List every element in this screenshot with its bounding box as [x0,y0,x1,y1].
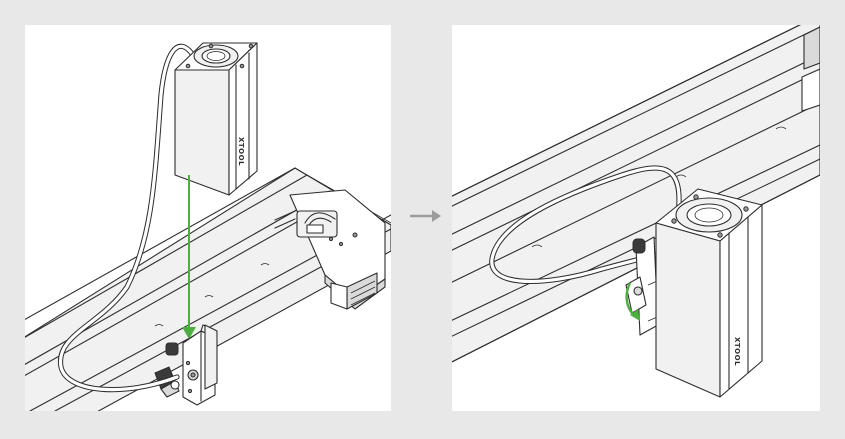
step-illustration-after: XTOOL [452,25,820,398]
mounting-bracket [625,236,663,336]
step-panel-after: XTOOL [452,25,820,411]
rail-extrusion [452,25,820,363]
rotate-arrow-icon [625,282,640,321]
air-assist-cable [489,165,682,285]
step-illustration-before: XTOOL [25,42,391,411]
arrow-right-icon [408,207,442,225]
arrow-down-icon [182,175,196,339]
module-brand-label: XTOOL [237,137,245,166]
step-panel-before: XTOOL [25,25,391,411]
mounting-bracket [154,324,218,406]
carriage-block [274,189,386,310]
locking-knob [625,276,647,314]
stepper-motor [330,272,378,310]
laser-module: XTOOL [655,188,763,398]
laser-module: XTOOL [174,42,258,196]
module-brand-label: XTOOL [733,337,741,366]
air-assist-cable [57,43,196,393]
